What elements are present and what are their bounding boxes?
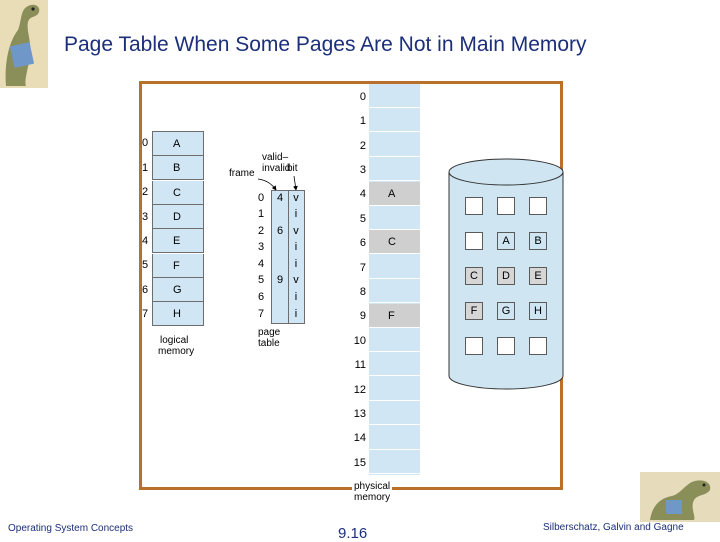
physical-frame [369,328,420,353]
physical-frame: A [369,182,420,207]
physical-frame [369,157,420,182]
physical-frame [369,279,420,304]
logical-page: E [152,229,204,253]
logical-memory-label: logical [160,335,189,346]
page-table-bit: i [294,308,298,320]
physical-frame-index: 11 [354,359,366,371]
logical-page: D [152,205,204,229]
logical-page: C [152,181,204,205]
logical-index: 3 [142,211,149,223]
logical-page: G [152,278,204,302]
physical-frame [369,84,420,109]
disk-block: B [529,232,547,250]
physical-frame: C [369,230,420,255]
physical-frame [369,108,420,133]
dinosaur-logo-icon [640,472,720,522]
logical-page: B [152,156,204,180]
logical-page: H [152,302,204,326]
physical-frame-index: 0 [359,91,366,103]
physical-frame [369,133,420,158]
disk-block [465,232,483,250]
disk-block [529,197,547,215]
logical-index: 0 [142,137,149,149]
logical-index: 5 [142,259,149,271]
disk-block [529,337,547,355]
footer-right: Silberschatz, Galvin and Gagne [543,522,684,533]
page-table-bit: i [294,208,298,220]
physical-frame-index: 3 [359,164,366,176]
physical-frame [369,401,420,426]
logical-memory-label: memory [158,346,195,357]
page-table-bit: v [293,274,299,286]
page-table-frame: 6 [276,225,284,237]
physical-memory-label: physical memory [352,481,393,503]
physical-frame-index: 12 [353,384,366,396]
logical-page: A [152,132,204,156]
physical-frame [369,450,420,475]
page-table-index: 3 [257,241,265,253]
disk-block [465,337,483,355]
page-table-bit: i [294,291,298,303]
page-table-index: 7 [257,308,265,320]
page-table-index: 6 [257,291,265,303]
disk-block [465,197,483,215]
page-table-bit: v [293,192,299,204]
disk-block: H [529,302,547,320]
physical-frame [369,426,420,451]
footer-left: Operating System Concepts [8,523,134,534]
logical-page: F [152,254,204,278]
disk-block: D [497,267,515,285]
logical-index: 1 [142,162,149,174]
physical-frame [369,377,420,402]
slide-title: Page Table When Some Pages Are Not in Ma… [64,33,587,56]
page-table-bit: i [294,241,298,253]
disk-block: E [529,267,547,285]
logical-index: 2 [142,186,149,198]
physical-frame-index: 7 [359,262,366,274]
page-table-index: 0 [257,192,265,204]
physical-frame: F [369,304,420,329]
physical-frame-index: 9 [359,310,366,322]
logical-index: 6 [142,284,149,296]
physical-frame-index: 14 [353,432,366,444]
physical-frame-index: 5 [359,213,366,225]
physical-frame-index: 15 [353,457,366,469]
logical-index: 4 [142,235,149,247]
page-table-bit: i [294,258,298,270]
physical-frame-index: 1 [359,115,366,127]
physical-frame [369,352,420,377]
physical-frame-index: 4 [359,188,366,200]
page-number: 9.16 [338,525,368,542]
physical-frame-index: 6 [359,237,366,249]
page-table-frame: 9 [276,274,284,286]
frame-label: frame [229,168,255,179]
valid-invalid-label: valid–invalid [262,152,291,174]
dinosaur-logo-icon [0,0,48,88]
page-table-index: 5 [257,274,265,286]
page-table-index: 4 [257,258,265,270]
disk-block: C [465,267,483,285]
disk-block [497,337,515,355]
disk-block: F [465,302,483,320]
physical-frame-index: 10 [353,335,366,347]
physical-frame-index: 13 [353,408,366,420]
page-table-label: page table [258,327,281,349]
logical-index: 7 [142,308,149,320]
page-table-frame: 4 [276,192,284,204]
page-table-index: 2 [257,225,265,237]
page-table-index: 1 [257,208,265,220]
disk-block [497,197,515,215]
physical-frame [369,255,420,280]
physical-frame-index: 2 [359,140,366,152]
valid-invalid-label: bit [287,163,298,174]
physical-frame-index: 8 [359,286,366,298]
physical-frame [369,206,420,231]
pointer-arrows [257,175,298,191]
disk-block: G [497,302,515,320]
page-table-bit: v [293,225,299,237]
disk-block: A [497,232,515,250]
